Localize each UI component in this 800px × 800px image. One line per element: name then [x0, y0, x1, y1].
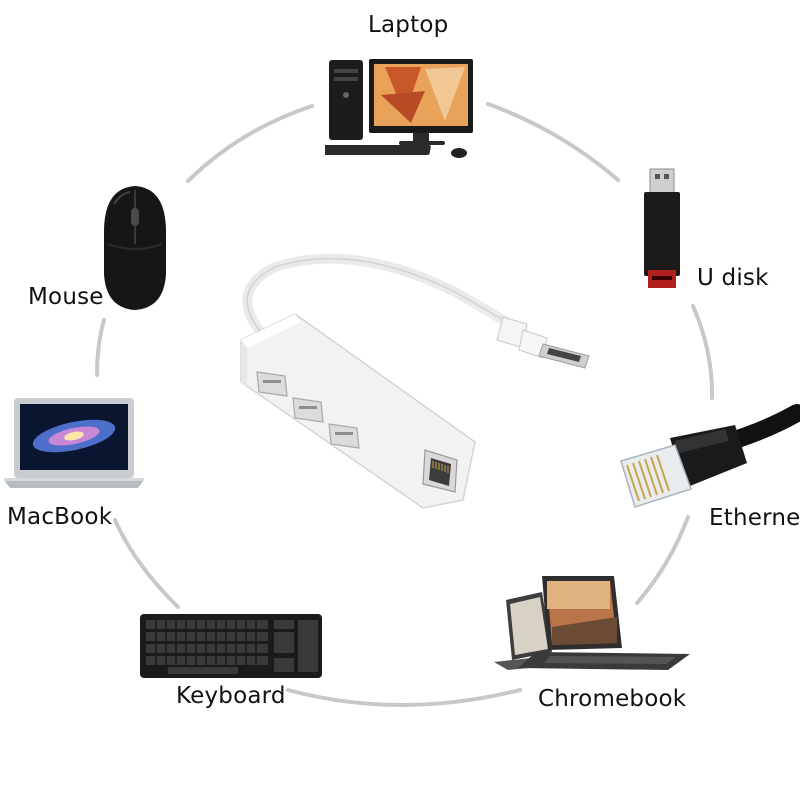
usb-c-hub-icon: [240, 253, 590, 509]
laptop-label: Laptop: [368, 12, 449, 38]
u-disk-label: U disk: [697, 265, 769, 291]
keyboard-label: Keyboard: [176, 683, 286, 709]
usb-flash-drive-icon: [644, 168, 680, 288]
desktop-computer-icon: [325, 59, 473, 158]
laptop-icon: [4, 398, 144, 488]
rj45-cable-icon: [620, 404, 800, 508]
macbook-label: MacBook: [7, 504, 113, 530]
mouse-icon: [104, 186, 166, 310]
chromebook-label: Chromebook: [538, 686, 687, 712]
convertible-laptop-icon: [494, 576, 690, 670]
keyboard-icon: [140, 614, 322, 678]
mouse-label: Mouse: [28, 284, 104, 310]
ethernet-label: Ethernet: [709, 505, 800, 531]
